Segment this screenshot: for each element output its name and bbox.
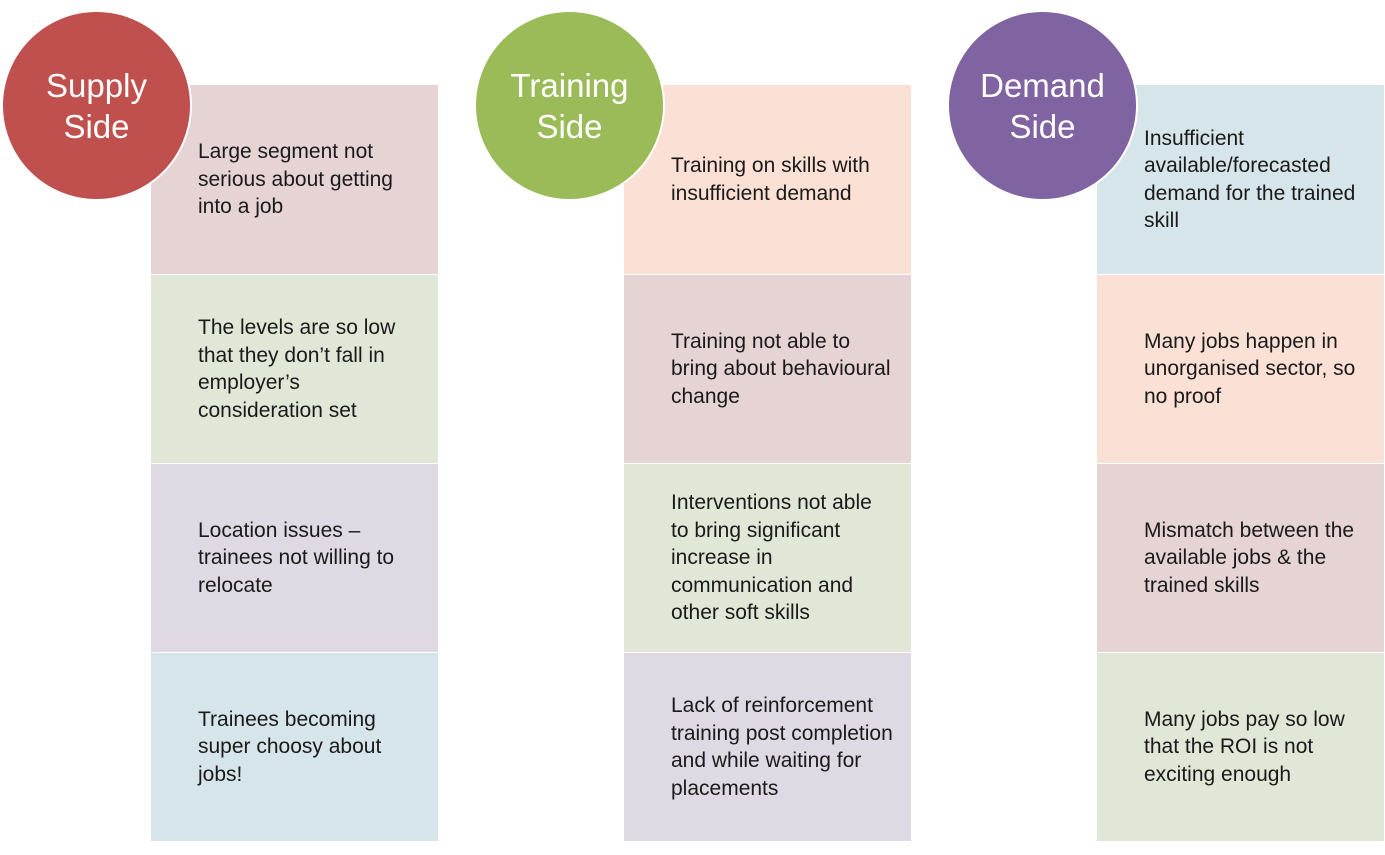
training-item-1-text: Training on skills with insufficient dem…: [671, 154, 870, 205]
demand-side-list: Insufficient available/forecasted demand…: [1097, 85, 1384, 841]
training-item-2: Training not able to bring about behavio…: [624, 274, 911, 463]
demand-item-3: Mismatch between the available jobs & th…: [1097, 463, 1384, 652]
supply-item-1: Large segment not serious about getting …: [151, 85, 438, 274]
supply-side-title: Supply Side: [46, 66, 147, 145]
training-item-4: Lack of reinforcement training post comp…: [624, 652, 911, 841]
supply-item-2: The levels are so low that they don’t fa…: [151, 274, 438, 463]
training-side-title: Training Side: [510, 66, 629, 145]
demand-side-column: Demand Side Insufficient available/forec…: [946, 0, 1385, 855]
demand-item-4: Many jobs pay so low that the ROI is not…: [1097, 652, 1384, 841]
demand-item-1-text: Insufficient available/forecasted demand…: [1144, 126, 1356, 233]
supply-item-4: Trainees becoming super choosy about job…: [151, 652, 438, 841]
supply-item-1-text: Large segment not serious about getting …: [198, 140, 393, 219]
demand-side-circle: Demand Side: [949, 12, 1136, 199]
supply-item-3-text: Location issues – trainees not willing t…: [198, 518, 395, 597]
training-item-3: Interventions not able to bring signific…: [624, 463, 911, 652]
training-side-column: Training Side Training on skills with in…: [473, 0, 913, 855]
demand-item-2-text: Many jobs happen in unorganised sector, …: [1144, 329, 1356, 408]
demand-item-2: Many jobs happen in unorganised sector, …: [1097, 274, 1384, 463]
training-item-3-text: Interventions not able to bring signific…: [671, 491, 872, 625]
training-item-1: Training on skills with insufficient dem…: [624, 85, 911, 274]
demand-item-3-text: Mismatch between the available jobs & th…: [1144, 518, 1355, 597]
supply-side-circle: Supply Side: [3, 12, 190, 199]
training-side-list: Training on skills with insufficient dem…: [624, 85, 911, 841]
demand-item-1: Insufficient available/forecasted demand…: [1097, 85, 1384, 274]
supply-item-2-text: The levels are so low that they don’t fa…: [198, 316, 396, 422]
supply-item-4-text: Trainees becoming super choosy about job…: [198, 707, 382, 786]
demand-item-4-text: Many jobs pay so low that the ROI is not…: [1144, 707, 1345, 786]
supply-side-column: Supply Side Large segment not serious ab…: [0, 0, 440, 855]
training-item-2-text: Training not able to bring about behavio…: [671, 329, 891, 408]
supply-item-3: Location issues – trainees not willing t…: [151, 463, 438, 652]
supply-side-list: Large segment not serious about getting …: [151, 85, 438, 841]
training-side-circle: Training Side: [476, 12, 663, 199]
training-item-4-text: Lack of reinforcement training post comp…: [671, 694, 893, 800]
demand-side-title: Demand Side: [980, 66, 1105, 145]
